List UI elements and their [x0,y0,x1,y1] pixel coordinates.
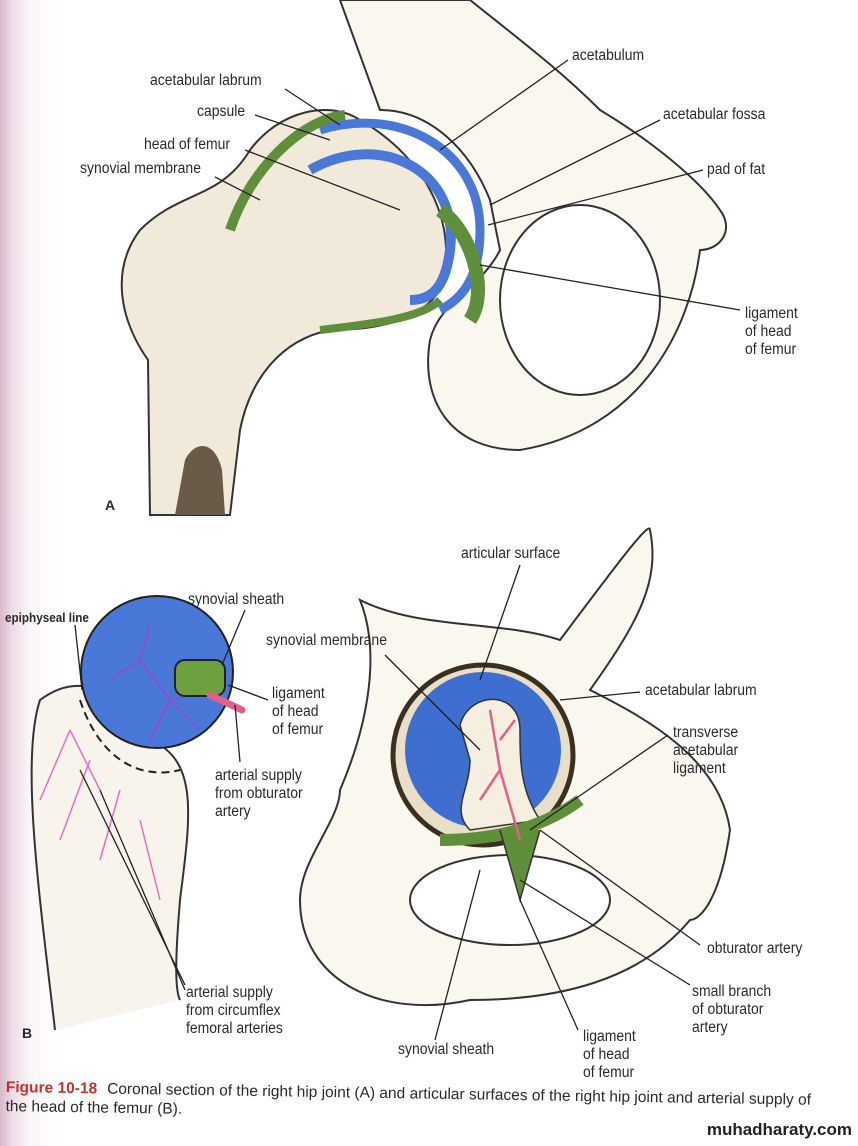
label-ligament-head-a: ligament of head of femur [745,305,798,359]
label-line: from obturator [215,785,303,802]
label-synovial-sheath-top: synovial sheath [188,591,285,608]
label-articular-surface: articular surface [461,545,561,562]
label-line: of head [272,703,319,720]
label-transverse-ligament: transverse acetabular ligament [673,724,738,778]
label-line: artery [692,1019,728,1036]
watermark: muhadharaty.com [706,1120,852,1139]
label-line: from circumflex [186,1002,281,1019]
label-line: of head [583,1046,630,1063]
label-synovial-membrane-b: synovial membrane [266,632,387,649]
label-line: ligament [745,305,798,322]
acetabular-cartilage-a [318,118,485,315]
panel-letter-b: B [22,1025,33,1041]
label-line: artery [215,803,251,820]
label-ligament-head-bottom: ligament of head of femur [583,1028,636,1082]
label-line: of femur [272,721,324,738]
label-line: ligament [673,760,726,777]
label-obturator-artery: obturator artery [707,940,803,957]
label-pad-of-fat: pad of fat [707,161,766,178]
ligament-head-a [435,204,485,324]
label-line: of femur [583,1064,635,1081]
label-synovial-membrane-a: synovial membrane [80,160,201,177]
leader-lines [74,59,741,1041]
label-synovial-sheath-bottom: synovial sheath [398,1041,495,1058]
femur-shaft-dark-a [175,446,225,515]
label-head-of-femur: head of femur [144,136,231,153]
capsule-lower-a [319,296,443,334]
label-ligament-head-left: ligament of head of femur [272,685,325,739]
obturator-foramen-b [409,854,611,946]
label-arterial-circumflex: arterial supply from circumflex femoral … [186,984,283,1038]
label-acetabular-labrum: acetabular labrum [150,72,262,89]
label-line: arterial supply [186,984,273,1001]
label-line: transverse [673,724,739,741]
label-line: femoral arteries [186,1020,283,1037]
obturator-foramen-a [499,204,661,396]
label-line: small branch [692,983,772,1000]
femoral-head-b [80,595,234,749]
label-acetabular-labrum-b: acetabular labrum [645,682,757,699]
label-line: of head [745,323,792,340]
ligament-stump-b [174,659,226,697]
fossa-vessels-b [478,709,522,841]
label-acetabulum: acetabulum [572,47,645,64]
label-line: of obturator [692,1001,764,1018]
label-line: acetabular [673,742,739,759]
panel-letter-a: A [105,497,116,513]
circumflex-arteries-b [39,729,161,901]
head-vessels-b [109,624,211,741]
label-acetabular-fossa: acetabular fossa [663,106,766,123]
epiphyseal-line-b [79,699,181,774]
capsule-a [225,110,346,232]
label-small-branch: small branch of obturator artery [692,983,771,1037]
label-arterial-obturator: arterial supply from obturator artery [215,767,303,821]
label-capsule: capsule [197,103,246,120]
figure-number: Figure 10-18 [5,1078,98,1098]
label-line: ligament [583,1028,636,1045]
label-line: of femur [745,341,797,358]
label-line: ligament [272,685,325,702]
label-epiphyseal-line: epiphyseal line [5,610,89,625]
obturator-artery-branch-b [206,691,246,714]
label-line: arterial supply [215,767,302,784]
